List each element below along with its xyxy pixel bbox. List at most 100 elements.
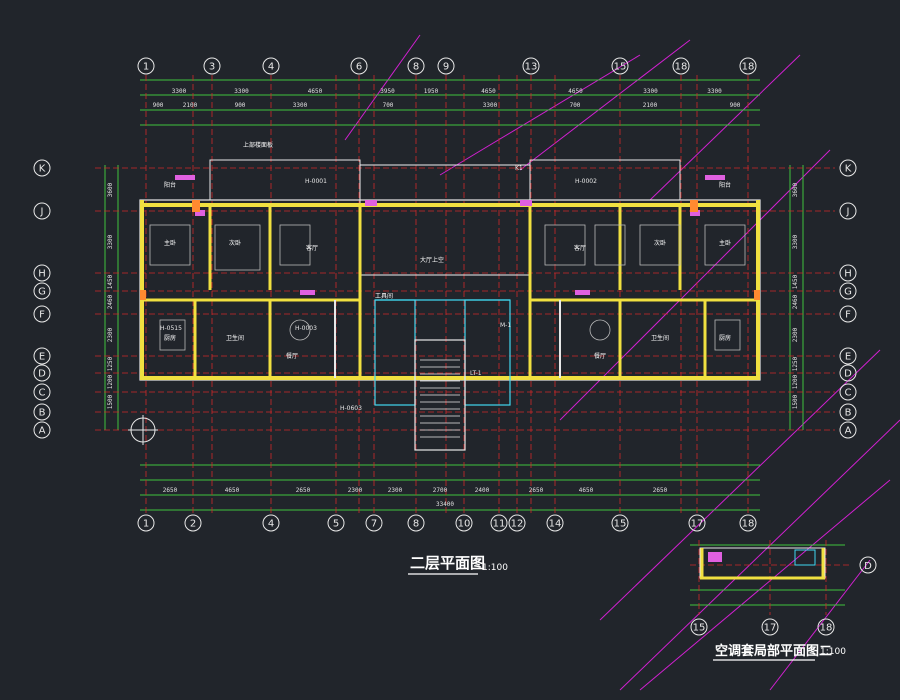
axis-bubble-top: 18 <box>672 57 690 75</box>
dimension-value: 3300 <box>107 234 114 249</box>
axis-bubble-bottom-label: 10 <box>458 519 471 530</box>
axis-bubble-right: E <box>839 347 857 365</box>
dimension-value: 4650 <box>481 88 496 95</box>
axis-bubble-left: C <box>33 383 51 401</box>
dimension-value: 3300 <box>483 102 498 109</box>
axis-bubble-top-label: 15 <box>614 62 627 73</box>
axis-bubble-left: J <box>33 202 51 220</box>
dimension-value: 3600 <box>107 182 114 197</box>
axis-bubble-right: B <box>839 403 857 421</box>
dimension-value: 3300 <box>792 234 799 249</box>
axis-bubble-right: F <box>839 305 857 323</box>
axis-bubble-top-label: 13 <box>525 62 538 73</box>
axis-bubble-top: 3 <box>203 57 221 75</box>
axis-bubble-right: H <box>839 264 857 282</box>
axis-bubble-bottom: 14 <box>546 514 564 532</box>
dimension-value: 4650 <box>579 487 594 494</box>
axis-bubble-right-label: A <box>845 426 852 437</box>
dimension-value: 1250 <box>107 356 114 371</box>
axis-bubble-bottom-label: 4 <box>268 519 274 530</box>
axis-bubble-top-label: 3 <box>209 62 215 73</box>
axis-bubble-bottom: 1 <box>137 514 155 532</box>
room-label: 工具间 <box>375 292 393 300</box>
dimension-value: 1200 <box>107 374 114 389</box>
dimension-value: 2300 <box>792 327 799 342</box>
axis-bubble-bottom: 7 <box>365 514 383 532</box>
inset-title: 空调套局部平面图二 <box>715 643 832 659</box>
axis-bubble-bottom-label: 17 <box>691 519 704 530</box>
axis-bubble-left-label: F <box>39 310 45 321</box>
dimension-value: 1200 <box>792 374 799 389</box>
vertical-grid-lines <box>145 75 749 515</box>
room-label: 厨房 <box>164 334 176 342</box>
axis-bubble-left: D <box>33 364 51 382</box>
orange-marks <box>140 200 760 300</box>
dimension-value: 900 <box>730 102 741 109</box>
axis-bubble-top: 1 <box>137 57 155 75</box>
axis-bubble-right: A <box>839 421 857 439</box>
room-label: 卫生间 <box>226 334 244 342</box>
axis-bubble-top-label: 4 <box>268 62 274 73</box>
axis-bubble-right-label: K <box>845 164 852 175</box>
dimension-value: 1450 <box>792 274 799 289</box>
dimension-value: 2400 <box>475 487 490 494</box>
axis-bubble-right: K <box>839 159 857 177</box>
axis-bubble-bottom: 8 <box>407 514 425 532</box>
axis-bubble-bottom: 11 <box>490 514 508 532</box>
axis-bubble-left-label: C <box>39 388 46 399</box>
room-label: 厨房 <box>719 334 731 342</box>
dimension-lines <box>104 79 804 511</box>
room-label: 餐厅 <box>594 352 606 360</box>
axis-bubble-bottom-label: 1 <box>143 519 149 530</box>
axis-bubble-right-label: J <box>846 207 850 218</box>
axis-bubble-bottom: 18 <box>739 514 757 532</box>
inset-axis-bubble: 17 <box>761 618 779 636</box>
axis-bubble-right-label: B <box>845 408 852 419</box>
dimension-value: 900 <box>235 102 246 109</box>
axis-bubble-top-label: 18 <box>675 62 688 73</box>
axis-bubble-top: 18 <box>739 57 757 75</box>
dimension-value: 3300 <box>707 88 722 95</box>
axis-bubble-bottom-label: 12 <box>511 519 524 530</box>
dimension-value: 2460 <box>107 294 114 309</box>
stair-core <box>374 299 511 451</box>
axis-bubble-left: B <box>33 403 51 421</box>
axis-bubble-left-label: E <box>39 352 45 363</box>
axis-bubble-left-label: J <box>40 207 44 218</box>
crosshair-marker <box>128 415 158 445</box>
magenta-construction-lines <box>344 34 900 691</box>
axis-bubble-right: D <box>839 364 857 382</box>
equipment-tag: LT-1 <box>470 370 482 377</box>
axis-bubble-right-label: G <box>844 287 852 298</box>
dimension-value: 2650 <box>163 487 178 494</box>
axis-bubble-left: E <box>33 347 51 365</box>
inset-plan <box>690 540 850 615</box>
dimension-value: 2100 <box>643 102 658 109</box>
room-label: 大厅上空 <box>420 256 444 264</box>
dimension-value: 2650 <box>529 487 544 494</box>
inset-axis-bubble: 15 <box>690 618 708 636</box>
svg-text:D: D <box>864 561 872 572</box>
equipment-tag: K1 <box>515 165 523 172</box>
axis-bubble-left: H <box>33 264 51 282</box>
furniture <box>149 224 746 351</box>
axis-bubble-bottom: 5 <box>327 514 345 532</box>
axis-bubble-bottom-label: 2 <box>190 519 196 530</box>
axis-bubble-bottom: 4 <box>262 514 280 532</box>
dimension-value: 3300 <box>643 88 658 95</box>
dimension-value: 2460 <box>792 294 799 309</box>
dimension-value: 3300 <box>234 88 249 95</box>
dimension-value: 700 <box>570 102 581 109</box>
room-label: 主卧 <box>164 239 176 247</box>
dimension-value: 1500 <box>792 394 799 409</box>
axis-bubble-bottom: 10 <box>455 514 473 532</box>
inset-axis-bubble-label: 17 <box>764 623 777 634</box>
dimension-value: 2700 <box>433 487 448 494</box>
equipment-tag: H-0003 <box>295 325 317 332</box>
dimension-value: 700 <box>383 102 394 109</box>
axis-bubble-top-label: 18 <box>742 62 755 73</box>
